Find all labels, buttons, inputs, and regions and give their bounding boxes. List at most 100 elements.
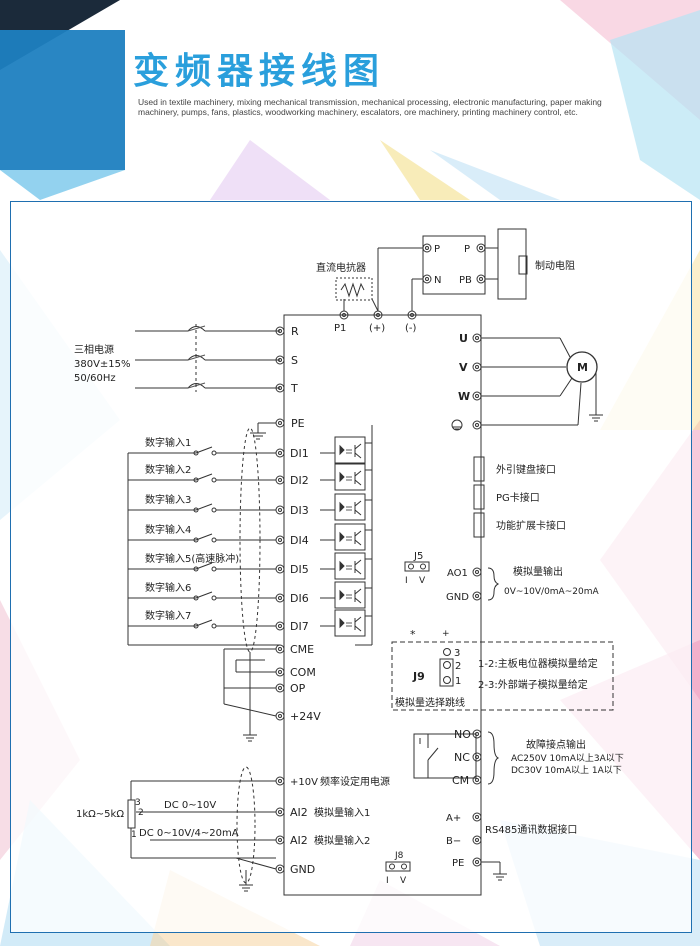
ai-input-1-label: 模拟量输入1 (314, 806, 370, 819)
bg-shape (0, 170, 125, 200)
j8-pin-I: I (386, 876, 389, 886)
digital-inputs-section: 数字输入1DI1数字输入2DI2数字输入3DI3数字输入4DI4数字输入5(高速… (127, 427, 309, 742)
optocoupler-box (334, 463, 366, 491)
di-terminal-ring (275, 593, 285, 603)
terminal-GND-ao: GND (446, 592, 469, 603)
page-title: 变频器接线图 (133, 51, 386, 92)
j9-option-2: 2-3:外部端子模拟量给定 (478, 678, 588, 691)
terminal-PE-485: PE (452, 858, 464, 869)
terminal-DI2: DI2 (290, 474, 309, 487)
opto-transistor-leg (354, 530, 362, 537)
terminal-S: S (291, 354, 298, 367)
opto-transistor-leg (354, 500, 362, 507)
brake-terminal-PB: PB (459, 275, 472, 286)
j9-mark-plus: + (442, 629, 450, 639)
analog-out-label: 模拟量输出 (513, 565, 563, 578)
analog-out-range: 0V~10V/0mA~20mA (504, 587, 599, 597)
di-terminal-dot (278, 624, 282, 628)
optocoupler-box (334, 609, 366, 637)
terminal-R: R (291, 325, 299, 338)
j9-mark-star: * (410, 628, 416, 641)
opto-transistor-leg (354, 625, 362, 632)
opto-diode-icon (339, 617, 345, 629)
opto-transistor-leg (354, 559, 362, 566)
terminal-PE: PE (291, 417, 305, 430)
terminal-AI2-b: AI2 (290, 834, 308, 847)
terminal-GND-ai: GND (290, 863, 315, 876)
terminal-COM: COM (290, 666, 316, 679)
brake-terminal-N: N (434, 275, 441, 286)
di-terminal-ring (275, 621, 285, 631)
terminal-B: B− (446, 836, 461, 847)
terminal-OP: OP (290, 682, 306, 695)
terminal-V: V (459, 361, 468, 374)
terminal-U: U (459, 332, 468, 345)
optocoupler-box (334, 493, 366, 521)
optocoupler-box (334, 552, 366, 580)
interface-pg: PG卡接口 (496, 491, 540, 504)
j9-option-1: 1-2:主板电位器模拟量给定 (478, 657, 598, 670)
supply-label: 频率设定用电源 (320, 775, 390, 788)
bg-shape (610, 10, 700, 200)
di-terminal-ring (275, 505, 285, 515)
power-label-1: 三相电源 (74, 343, 114, 356)
optocoupler-box (334, 581, 366, 609)
j8-pin-V: V (400, 876, 407, 886)
opto-transistor-leg (354, 588, 362, 595)
j9-label: J9 (412, 670, 425, 683)
opto-boxes (320, 436, 372, 637)
analog-inputs-section: +10V 频率设定用电源 AI2 模拟量输入1 AI2 模拟量输入2 GND 1… (76, 766, 390, 892)
di-switch (195, 473, 213, 481)
motor-symbol: M (577, 361, 588, 374)
bg-shape (380, 140, 470, 200)
di-terminal-dot (278, 538, 282, 542)
di-switch-pivot (193, 450, 199, 456)
di-label-3: 数字输入3 (145, 493, 191, 506)
di-switch-contact (211, 450, 217, 456)
di-switch-pivot (193, 537, 199, 543)
opto-transistor-leg (354, 509, 362, 516)
j8-section: J8 I V (385, 851, 411, 886)
pot-pin-3: 3 (135, 798, 141, 808)
di-switch-pivot (193, 477, 199, 483)
di-switch-contact (211, 623, 217, 629)
opto-diode-icon (339, 531, 345, 543)
terminal-24V: +24V (290, 710, 321, 723)
interfaces-section: 外引键盘接口 PG卡接口 功能扩展卡接口 (473, 456, 566, 538)
terminal-CM: CM (452, 774, 469, 787)
di-terminal-dot (278, 567, 282, 571)
j9-caption: 模拟量选择跳线 (395, 696, 465, 709)
terminal-DI6: DI6 (290, 592, 309, 605)
terminal-NO: NO (454, 728, 471, 741)
opto-transistor-leg (354, 443, 362, 450)
di-terminal-ring (275, 535, 285, 545)
ai-input-2-label: 模拟量输入2 (314, 834, 370, 847)
opto-transistor-leg (354, 616, 362, 623)
bg-shape (430, 150, 560, 200)
j9-pin-2: 2 (455, 661, 461, 672)
power-label-3: 50/60Hz (74, 373, 116, 384)
opto-transistor-leg (354, 470, 362, 477)
opto-transistor-leg (354, 568, 362, 575)
di-terminal-dot (278, 508, 282, 512)
di-terminal-ring (275, 475, 285, 485)
di-terminal-dot (278, 596, 282, 600)
terminal-DI5: DI5 (290, 563, 309, 576)
diagram-frame (10, 201, 692, 933)
terminal-T: T (290, 382, 298, 395)
pot-pin-2: 2 (138, 808, 144, 818)
terminal-P1: P1 (334, 323, 346, 334)
rs485-label: RS485通讯数据接口 (485, 823, 577, 836)
power-label-2: 380V±15% (74, 359, 131, 370)
common-terminals: CME COM OP +24V (223, 425, 373, 723)
brake-terminal-P-left: P (434, 244, 440, 255)
interface-expansion: 功能扩展卡接口 (496, 519, 566, 532)
j5-pin-V: V (419, 576, 426, 586)
rs485-section: A+ B− PE RS485通讯数据接口 (446, 812, 577, 881)
di-label-2: 数字输入2 (145, 463, 191, 476)
terminal-DI3: DI3 (290, 504, 309, 517)
di-label-4: 数字输入4 (145, 523, 191, 536)
di-switch (195, 562, 213, 570)
brake-terminal-P-right: P (464, 244, 470, 255)
